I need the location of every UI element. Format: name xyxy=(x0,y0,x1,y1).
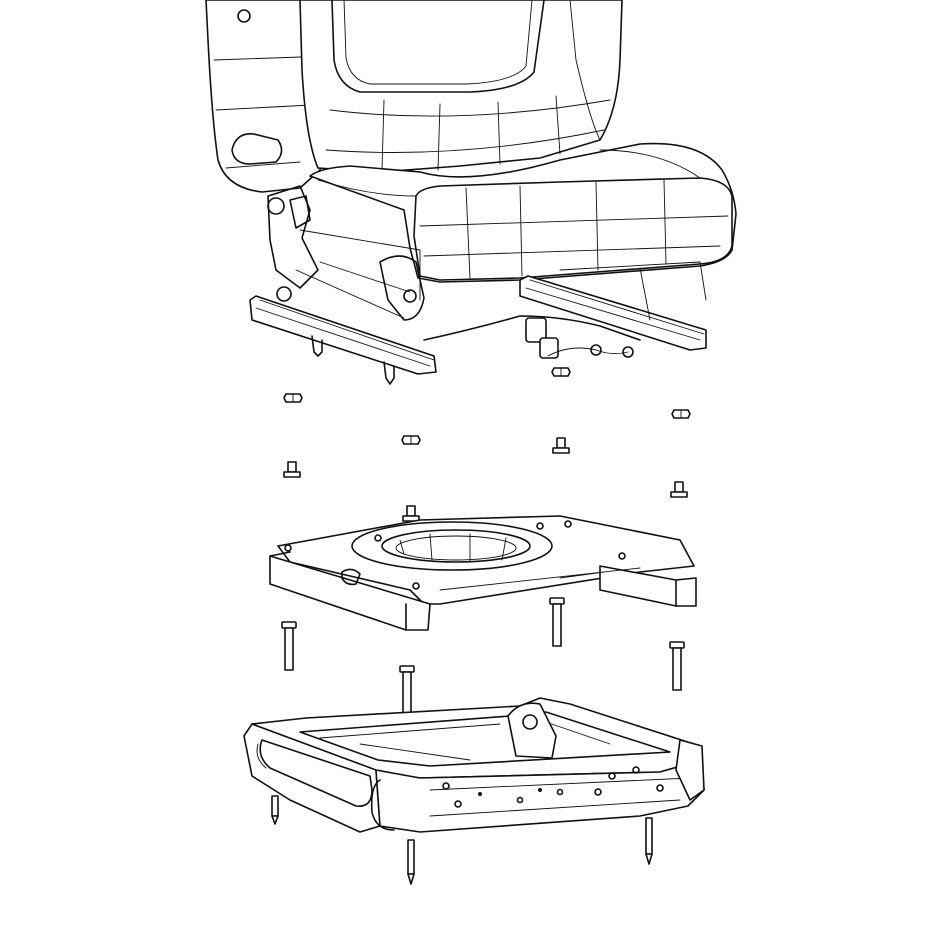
adapter-left-rail xyxy=(269,555,431,631)
riser-hole-8 xyxy=(656,784,664,792)
bolt-4 xyxy=(669,641,685,691)
plate-hole-4 xyxy=(412,582,420,590)
riser-hole-4 xyxy=(556,788,564,796)
plate-ribs xyxy=(439,567,641,591)
bolt-3 xyxy=(399,665,415,715)
seat-cushion-front-face xyxy=(413,177,733,281)
riser-hole-1 xyxy=(442,782,450,790)
backrest-side-bolster xyxy=(569,0,601,141)
recliner-handle xyxy=(231,133,283,165)
bolt-1 xyxy=(281,621,297,671)
seat-back-cushion xyxy=(299,0,623,173)
plate-hole-1 xyxy=(374,534,382,542)
riser-hole-6 xyxy=(608,772,616,780)
plate-hole-3 xyxy=(618,552,626,560)
cushion-horizontal-seams xyxy=(419,215,729,257)
swivel-ring-outer xyxy=(351,521,553,571)
harness-clip-2 xyxy=(622,346,634,358)
bolt-2 xyxy=(549,597,565,647)
height-adjust-sector xyxy=(379,255,425,321)
seat-back-left-panel xyxy=(205,0,333,193)
riser-rivet-2 xyxy=(538,788,542,792)
riser-right-end xyxy=(675,739,705,801)
riser-hole-2 xyxy=(454,800,462,808)
stud-1 xyxy=(283,461,301,478)
recliner-mechanism-left xyxy=(267,185,319,289)
bearing-spokes xyxy=(399,533,507,563)
nut-1 xyxy=(283,393,303,403)
nut-2 xyxy=(401,435,421,445)
frame-pivot-front xyxy=(403,289,417,303)
frame-pivot-rear xyxy=(276,286,292,302)
riser-center-bracket xyxy=(507,702,557,759)
swivel-ring-inner xyxy=(381,529,531,563)
backrest-insert-panel xyxy=(331,0,545,93)
plate-hole-5 xyxy=(284,544,292,552)
wire-harness-branch xyxy=(547,347,629,357)
stud-2 xyxy=(552,437,570,454)
cushion-vertical-seams xyxy=(465,179,667,279)
stud-3 xyxy=(402,505,420,522)
plate-hole-2 xyxy=(536,522,544,530)
backrest-horizontal-seams xyxy=(325,99,611,153)
seat-riser-base xyxy=(243,697,705,885)
stud-4 xyxy=(670,481,688,498)
riser-inner-ribs xyxy=(319,719,611,761)
adapter-left-rail-edges xyxy=(269,551,407,631)
track-mount-stud-left-rear xyxy=(311,335,323,357)
adapter-right-rail xyxy=(599,565,697,607)
nut-4 xyxy=(671,409,691,419)
backrest-insert-inner xyxy=(343,0,533,85)
riser-hole-5 xyxy=(594,788,602,796)
nuts xyxy=(283,367,691,445)
studs xyxy=(283,437,688,522)
riser-pin-left xyxy=(271,795,279,825)
riser-pin-right xyxy=(645,817,653,865)
swivel-bearing xyxy=(395,535,517,561)
seat-assembly xyxy=(205,0,737,385)
track-mount-stud-left-front xyxy=(383,361,395,385)
backrest-vertical-seams xyxy=(381,95,561,171)
bracket-pivot xyxy=(522,714,538,730)
swivel-release-lever xyxy=(341,568,361,586)
recliner-pivot xyxy=(267,197,285,215)
riser-hole-3 xyxy=(516,796,524,804)
riser-hole-7 xyxy=(632,766,640,774)
seat-track-right xyxy=(519,275,707,351)
riser-left-wall xyxy=(243,723,381,833)
wire-harness-main xyxy=(423,315,641,341)
riser-front-ribs xyxy=(429,777,691,817)
seat-track-left xyxy=(249,295,437,375)
seat-frame-right xyxy=(559,261,707,321)
recliner-knob-upper xyxy=(237,9,251,23)
seat-track-left-rails xyxy=(255,299,435,367)
riser-pin-front xyxy=(407,839,415,885)
nut-3 xyxy=(551,367,571,377)
plate-hole-6 xyxy=(564,520,572,528)
cushion-top-seams xyxy=(317,149,701,197)
bolts xyxy=(281,597,685,715)
riser-front-corner xyxy=(370,779,395,831)
recliner-bracket xyxy=(289,195,311,229)
harness-clip-1 xyxy=(590,344,602,356)
connector-1 xyxy=(525,317,547,343)
riser-left-flange xyxy=(256,743,267,769)
riser-rivet-1 xyxy=(478,792,482,796)
swivel-adapter-plate xyxy=(269,515,697,631)
seat-track-right-rails xyxy=(525,279,705,341)
